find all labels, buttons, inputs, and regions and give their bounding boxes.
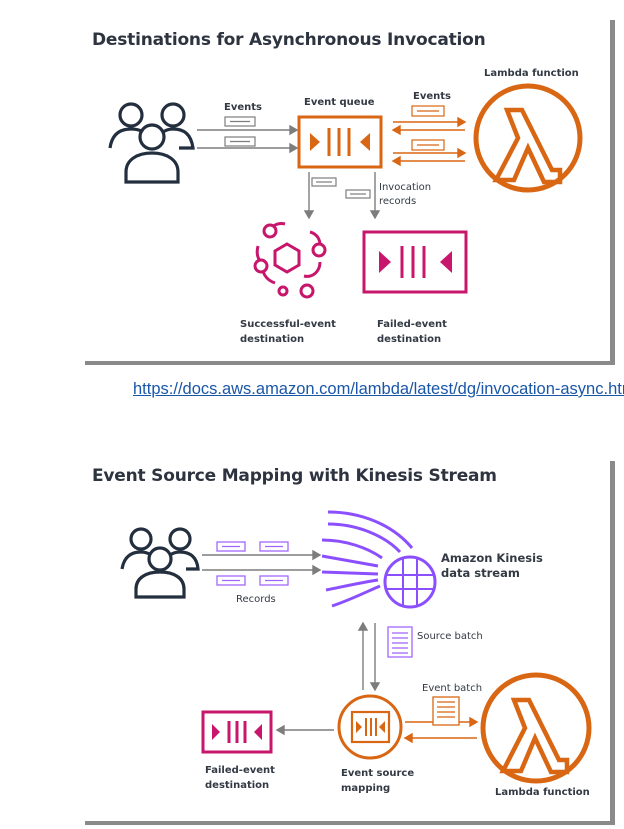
kinesis-esm-arrows xyxy=(357,621,381,692)
kinesis-label-2: data stream xyxy=(441,566,520,580)
failed-destination-label-1: Failed-event xyxy=(377,319,447,330)
diagram1-card-shadow-right xyxy=(610,20,615,365)
invocation-records-label-1: Invocation xyxy=(379,182,432,193)
successful-destination-label-1: Successful-event xyxy=(240,319,336,330)
event-batch-document-icon xyxy=(432,696,460,726)
event-batch-label: Event batch xyxy=(422,683,483,694)
records-label: Records xyxy=(236,594,276,605)
document-icon xyxy=(387,626,413,658)
users-icon xyxy=(120,527,200,599)
events-arrows-in xyxy=(197,124,299,154)
invocation-records-label-2: records xyxy=(379,196,417,207)
events-label-left: Events xyxy=(224,102,262,113)
queue-lambda-arrows xyxy=(391,116,467,167)
event-queue-icon xyxy=(297,115,383,169)
lambda-icon xyxy=(480,672,592,784)
event-bridge-icon xyxy=(253,222,327,299)
diagram2-title: Event Source Mapping with Kinesis Stream xyxy=(92,466,497,486)
failed-destination-label-2: destination xyxy=(205,780,270,791)
kinesis-stream-icon xyxy=(321,510,437,609)
lambda-function-label: Lambda function xyxy=(495,787,590,798)
lambda-icon xyxy=(473,83,583,193)
failed-destination-label-2: destination xyxy=(377,334,442,345)
diagram2-card-shadow-bottom xyxy=(85,821,615,825)
event-queue-label: Event queue xyxy=(304,97,375,108)
diagram2-card xyxy=(80,458,610,821)
event-envelopes-right xyxy=(411,105,445,151)
failed-destination-label-1: Failed-event xyxy=(205,765,275,776)
event-envelopes-in xyxy=(224,116,256,147)
event-source-mapping-icon xyxy=(337,694,403,760)
lambda-function-label: Lambda function xyxy=(484,68,579,79)
kinesis-label-1: Amazon Kinesis xyxy=(441,551,543,565)
diagram1-title: Destinations for Asynchronous Invocation xyxy=(92,30,486,50)
diagram2-card-shadow-right xyxy=(610,461,615,825)
invocation-arrows xyxy=(303,172,381,220)
failed-destination-queue-icon xyxy=(201,710,273,754)
users-icon xyxy=(108,102,195,184)
events-label-right: Events xyxy=(413,91,451,102)
source-batch-label: Source batch xyxy=(417,631,483,642)
invocation-envelopes xyxy=(311,177,371,199)
successful-destination-label-2: destination xyxy=(240,334,305,345)
failed-destination-queue-icon xyxy=(362,230,468,294)
diagram1-card-shadow-bottom xyxy=(85,361,615,365)
event-source-mapping-label-2: mapping xyxy=(341,783,391,794)
record-envelopes xyxy=(216,541,289,586)
esm-failed-arrow xyxy=(275,724,334,736)
docs-link[interactable]: https://docs.aws.amazon.com/lambda/lates… xyxy=(133,380,624,398)
event-source-mapping-label-1: Event source xyxy=(341,768,415,779)
records-arrows xyxy=(202,549,322,576)
